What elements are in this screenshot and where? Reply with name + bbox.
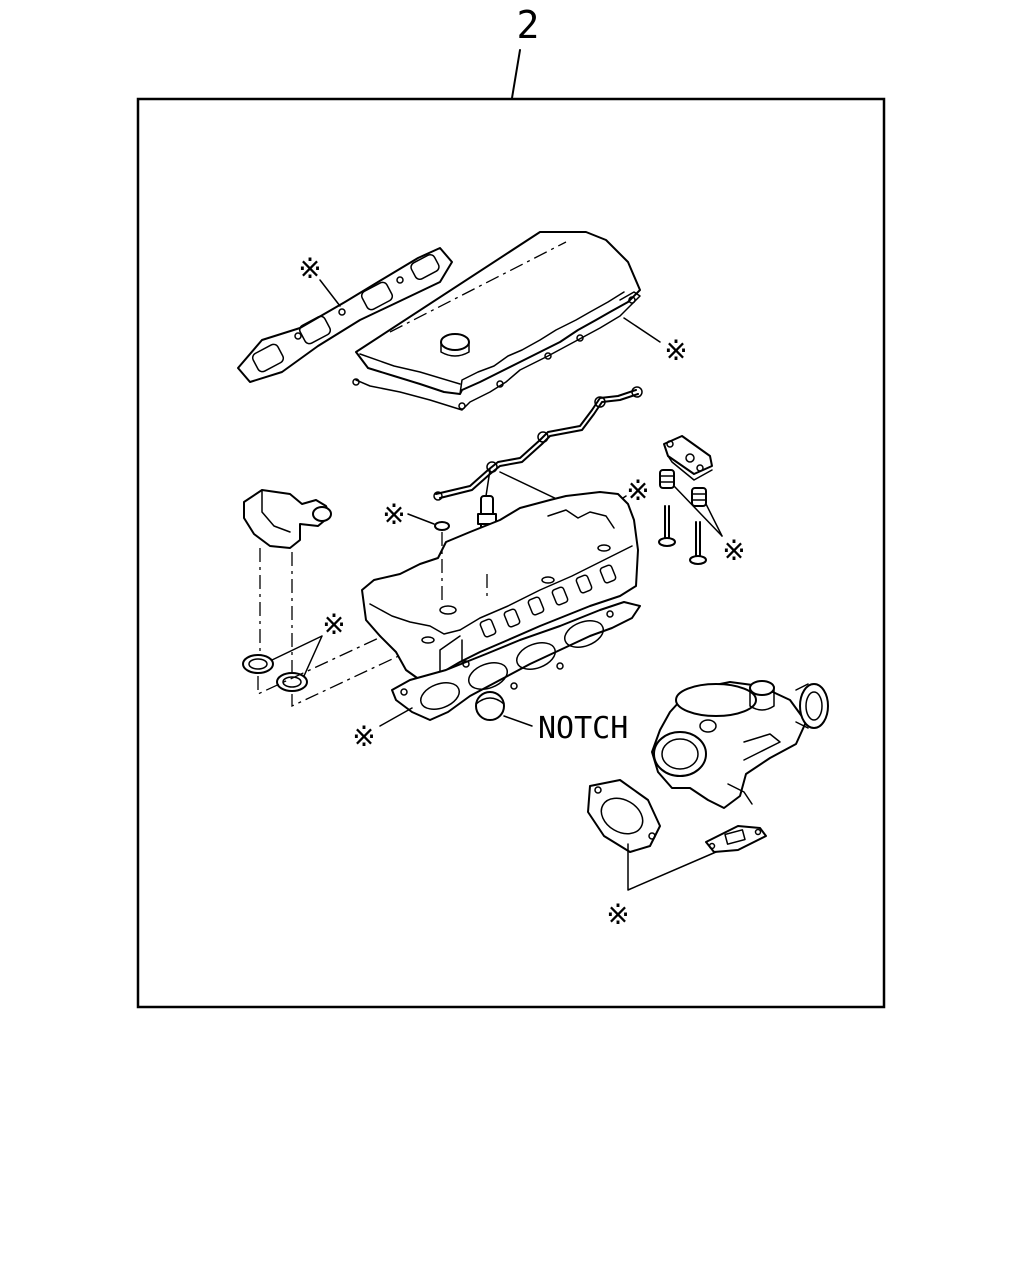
- valve-seal-leader-a: [673, 485, 723, 537]
- notch-detail: [475, 691, 505, 721]
- o-rings: [242, 654, 308, 692]
- kit-frame: [136, 97, 886, 1009]
- cover-gasket-leader: [623, 317, 661, 343]
- kit-marker-head-gasket: ※: [352, 720, 375, 753]
- o-rings-leader: [271, 635, 323, 677]
- item-leader-line: [511, 49, 521, 99]
- o-ring-dash-right: [291, 645, 421, 708]
- glow-plug-connector: [663, 435, 713, 481]
- cylinder-head-cover: [355, 231, 641, 395]
- notch-label: NOTCH: [538, 711, 628, 746]
- turbo-inlet-gasket: [587, 779, 661, 853]
- exhaust-manifold-gasket: [237, 247, 453, 383]
- head-gasket-leader: [379, 707, 413, 727]
- cylinder-head-gasket: [391, 601, 641, 721]
- kit-marker-turbo-gaskets: ※: [606, 898, 629, 931]
- valve-stem-seal-left: [658, 469, 676, 547]
- manifold-gasket-leader: [319, 279, 341, 307]
- kit-marker-cover-gasket: ※: [664, 334, 687, 367]
- item-number: 2: [517, 3, 540, 47]
- cylinder-head-cover-gasket: [352, 291, 641, 411]
- kit-marker-o-rings: ※: [322, 608, 345, 641]
- o-ring-leader: [407, 513, 435, 525]
- turbo-gaskets-leader: [627, 843, 717, 891]
- valve-seal-leader-b: [705, 503, 723, 537]
- thermostat-housing: [243, 489, 332, 549]
- kit-marker-valve-seals: ※: [722, 534, 745, 567]
- kit-marker-o-ring: ※: [382, 498, 405, 531]
- o-ring-dash-left: [257, 629, 397, 696]
- kit-marker-washer: ※: [626, 474, 649, 507]
- notch-leader: [503, 715, 533, 727]
- kit-marker-manifold: ※: [298, 252, 321, 285]
- turbo-outlet-gasket: [705, 825, 767, 853]
- turbocharger: [651, 680, 829, 809]
- fuel-injection-pipe: [433, 386, 643, 501]
- injector-o-ring: [434, 521, 450, 531]
- valve-stem-seal-right: [689, 487, 707, 565]
